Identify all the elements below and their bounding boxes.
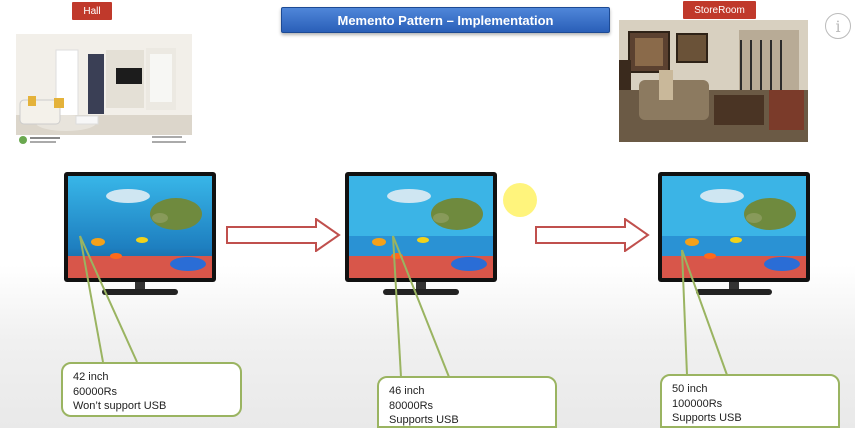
tv-size: 50 inch [672,382,828,397]
tv-price: 100000Rs [672,397,828,412]
tv-size: 42 inch [73,370,230,385]
tv-price: 80000Rs [389,399,545,414]
tv-info-box: 46 inch 80000Rs Supports USB [377,376,557,428]
tv-usb-support: Supports USB [672,411,828,426]
tv-info-box: 42 inch 60000Rs Won’t support USB [61,362,242,417]
tv-size: 46 inch [389,384,545,399]
tv-usb-support: Won’t support USB [73,399,230,414]
tv-price: 60000Rs [73,385,230,400]
tv-usb-support: Supports USB [389,413,545,428]
tv-info-box: 50 inch 100000Rs Supports USB [660,374,840,428]
